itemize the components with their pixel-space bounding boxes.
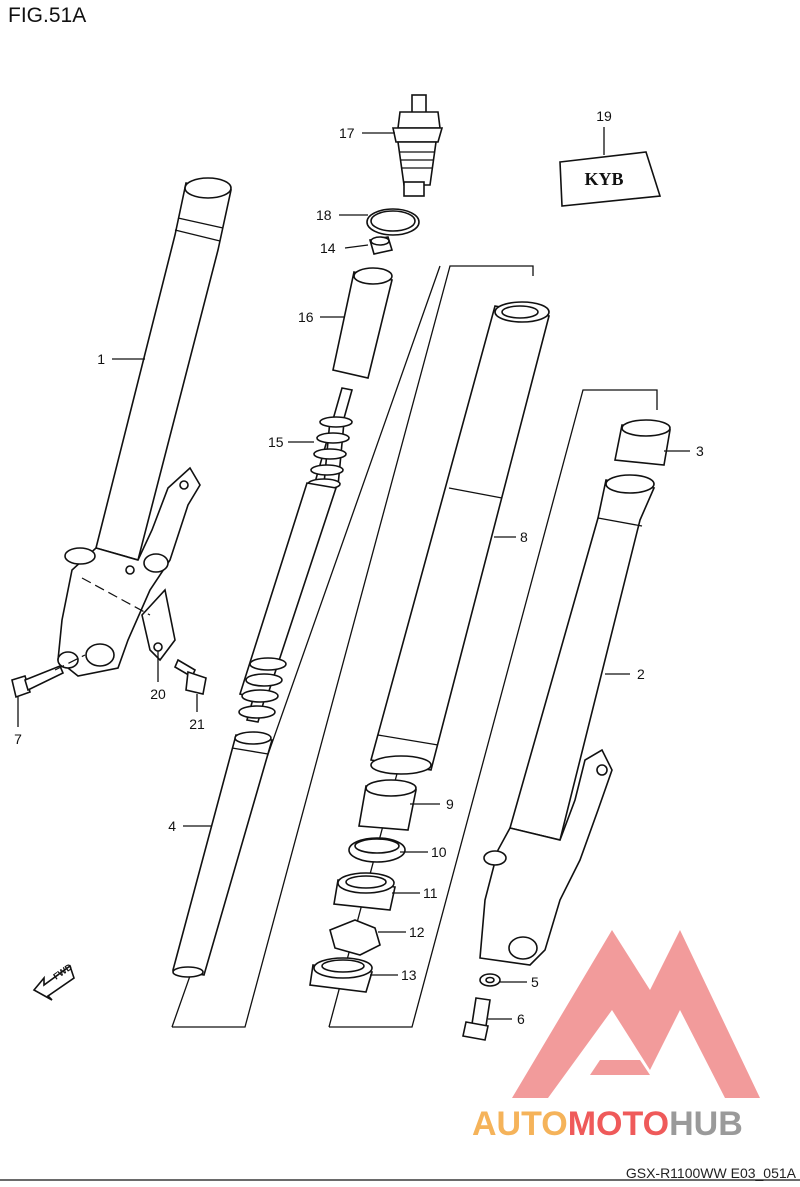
part-9-bushing — [358, 779, 417, 831]
part-5-washer — [479, 973, 501, 987]
part-8-inner-tube — [369, 301, 550, 775]
callout-11: 11 — [423, 885, 438, 901]
part-15-damper-rod — [238, 387, 354, 723]
callout-15: 15 — [268, 434, 284, 450]
part-4-damper-cylinder — [171, 731, 274, 978]
callout-20: 20 — [150, 686, 166, 702]
kyb-badge-text: KYB — [584, 169, 623, 189]
watermark-auto: AUTO — [472, 1105, 568, 1143]
callout-19: 19 — [596, 108, 612, 124]
part-12-stopper-ring — [329, 919, 381, 956]
part-11-oil-seal — [333, 872, 396, 911]
part-13-dust-seal — [309, 957, 374, 993]
watermark-logo — [512, 930, 760, 1098]
part-19-kyb-badge: KYB — [559, 151, 662, 207]
figure-footer: GSX-R1100WW E03_051A — [625, 1165, 796, 1181]
watermark-moto: MOTO — [568, 1105, 669, 1143]
part-2-outer-tube-right — [479, 474, 656, 966]
part-7-bolt — [11, 654, 86, 699]
fwd-arrow-icon: FWD — [32, 961, 75, 1001]
leader-lines — [17, 127, 690, 1020]
callout-1: 1 — [97, 351, 105, 367]
part-6-bolt — [462, 997, 491, 1041]
part-10-washer — [348, 837, 406, 863]
part-16-spacer — [332, 267, 393, 379]
callout-21: 21 — [189, 716, 205, 732]
callout-17: 17 — [339, 125, 355, 141]
callout-9: 9 — [446, 796, 454, 812]
callout-12: 12 — [409, 924, 425, 940]
part-18-o-ring — [366, 208, 420, 236]
callout-14: 14 — [320, 240, 336, 256]
part-3-bushing — [614, 419, 671, 466]
watermark-triangle-icon — [512, 930, 760, 1098]
part-14-nut — [368, 236, 394, 255]
callout-13: 13 — [401, 967, 417, 983]
callout-5: 5 — [531, 974, 539, 990]
part-1-outer-tube-left — [57, 177, 232, 677]
figure-title: FIG.51A — [8, 4, 87, 27]
part-20-bracket — [81, 577, 176, 662]
callout-3: 3 — [696, 443, 704, 459]
callout-16: 16 — [298, 309, 314, 325]
callout-18: 18 — [316, 207, 332, 223]
watermark-text: AUTOMOTOHUB — [472, 1105, 743, 1143]
callout-labels: 1 2 3 4 5 6 7 8 9 10 11 12 13 14 15 16 1… — [14, 108, 704, 1027]
callout-2: 2 — [637, 666, 645, 682]
part-17-damper-adjuster — [392, 94, 444, 197]
callout-10: 10 — [431, 844, 447, 860]
watermark-hub: HUB — [669, 1105, 743, 1143]
callout-8: 8 — [520, 529, 528, 545]
callout-4: 4 — [168, 818, 176, 834]
callout-6: 6 — [517, 1011, 525, 1027]
part-21-bolt — [173, 658, 207, 695]
callout-7: 7 — [14, 731, 22, 747]
